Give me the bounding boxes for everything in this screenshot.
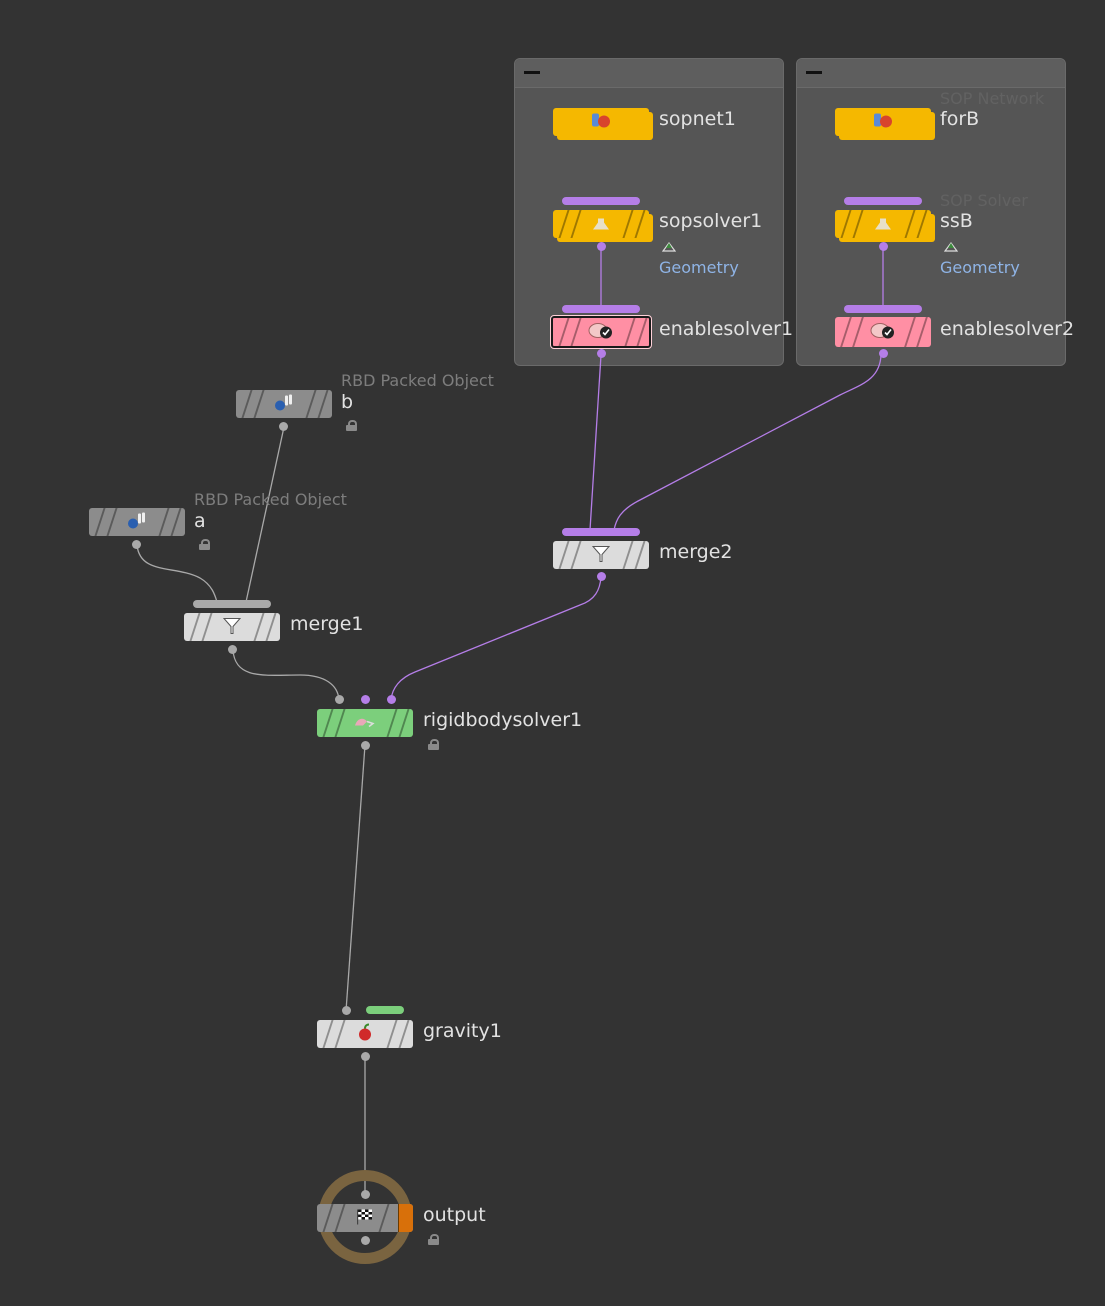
output-connector[interactable] bbox=[361, 1236, 370, 1245]
node-name[interactable]: sopsolver1 bbox=[659, 210, 763, 232]
sop-solver-icon bbox=[873, 214, 893, 235]
lock-icon[interactable] bbox=[346, 420, 357, 431]
output-connector[interactable] bbox=[879, 242, 888, 251]
rigid-body-solver-icon bbox=[353, 714, 377, 733]
node-gravity1[interactable] bbox=[317, 1020, 413, 1048]
node-name[interactable]: enablesolver1 bbox=[659, 318, 794, 340]
node-merge1[interactable] bbox=[184, 613, 280, 641]
output-type-label: Geometry bbox=[659, 258, 739, 277]
node-type-label: SOP Network bbox=[940, 89, 1045, 108]
node-name[interactable]: sopnet1 bbox=[659, 108, 736, 130]
input-connector[interactable] bbox=[342, 1006, 351, 1015]
node-type-label: RBD Packed Object bbox=[341, 371, 494, 390]
geometry-output-icon bbox=[662, 242, 676, 252]
node-name[interactable]: forB bbox=[940, 108, 980, 130]
node-name[interactable]: enablesolver2 bbox=[940, 318, 1075, 340]
node-name[interactable]: gravity1 bbox=[423, 1020, 502, 1042]
input-bar[interactable] bbox=[844, 197, 922, 205]
minimize-icon[interactable] bbox=[806, 71, 822, 74]
sop-network-icon bbox=[871, 112, 895, 133]
node-name[interactable]: merge2 bbox=[659, 541, 733, 563]
output-connector[interactable] bbox=[361, 1052, 370, 1061]
node-rigidbodysolver1[interactable] bbox=[317, 709, 413, 737]
input-connector[interactable] bbox=[361, 1190, 370, 1199]
wire-enablesolver2-merge2 bbox=[613, 354, 882, 531]
node-merge2[interactable] bbox=[553, 541, 649, 569]
input-bar[interactable] bbox=[562, 528, 640, 536]
geometry-output-icon bbox=[944, 242, 958, 252]
sop-network-icon bbox=[589, 112, 613, 133]
minimize-icon[interactable] bbox=[524, 71, 540, 74]
node-type-label: SOP Solver bbox=[940, 191, 1028, 210]
node-sopnet1[interactable] bbox=[553, 108, 649, 136]
input-bar[interactable] bbox=[844, 305, 922, 313]
enable-solver-icon bbox=[588, 321, 614, 344]
network-box-header[interactable] bbox=[515, 59, 783, 88]
rbd-packed-object-icon bbox=[126, 511, 148, 534]
node-enablesolver1[interactable] bbox=[550, 315, 652, 349]
input-connector[interactable] bbox=[387, 695, 396, 704]
node-name[interactable]: b bbox=[341, 391, 354, 413]
lock-icon[interactable] bbox=[199, 539, 210, 550]
display-flag[interactable] bbox=[398, 1204, 413, 1232]
wire-rigidbodysolver1-gravity1 bbox=[345, 744, 366, 1012]
output-connector[interactable] bbox=[228, 645, 237, 654]
sop-solver-icon bbox=[591, 214, 611, 235]
node-name[interactable]: ssB bbox=[940, 210, 973, 232]
node-name[interactable]: a bbox=[194, 510, 206, 532]
merge-funnel-icon bbox=[222, 616, 242, 639]
lock-icon[interactable] bbox=[428, 739, 439, 750]
node-name[interactable]: rigidbodysolver1 bbox=[423, 709, 583, 731]
checkered-flag-icon bbox=[355, 1208, 375, 1229]
output-connector[interactable] bbox=[132, 540, 141, 549]
node-type-label: RBD Packed Object bbox=[194, 490, 347, 509]
wire-b-merge1 bbox=[245, 426, 285, 603]
output-connector[interactable] bbox=[597, 572, 606, 581]
node-forB[interactable] bbox=[835, 108, 931, 136]
node-b[interactable] bbox=[236, 390, 332, 418]
input-bar[interactable] bbox=[562, 305, 640, 313]
output-type-label: Geometry bbox=[940, 258, 1020, 277]
input-bar[interactable] bbox=[366, 1006, 404, 1014]
input-connector[interactable] bbox=[335, 695, 344, 704]
node-ssB[interactable] bbox=[835, 210, 931, 238]
network-box-header[interactable] bbox=[797, 59, 1065, 88]
wire-enablesolver1-merge2 bbox=[589, 354, 602, 531]
node-a[interactable] bbox=[89, 508, 185, 536]
node-sopsolver1[interactable] bbox=[553, 210, 649, 238]
rbd-packed-object-icon bbox=[273, 393, 295, 416]
node-enablesolver2[interactable] bbox=[835, 317, 931, 347]
node-name[interactable]: merge1 bbox=[290, 613, 364, 635]
input-bar[interactable] bbox=[193, 600, 271, 608]
gravity-icon bbox=[356, 1023, 374, 1046]
wire-merge2-rigidbodysolver1 bbox=[390, 576, 602, 701]
merge-funnel-icon bbox=[591, 544, 611, 567]
input-connector[interactable] bbox=[361, 695, 370, 704]
input-bar[interactable] bbox=[562, 197, 640, 205]
enable-solver-icon bbox=[870, 321, 896, 344]
output-connector[interactable] bbox=[361, 741, 370, 750]
output-connector[interactable] bbox=[597, 349, 606, 358]
lock-icon[interactable] bbox=[428, 1234, 439, 1245]
node-name[interactable]: output bbox=[423, 1204, 486, 1226]
node-output[interactable] bbox=[317, 1204, 413, 1232]
wire-merge1-rigidbodysolver1 bbox=[232, 649, 340, 701]
output-connector[interactable] bbox=[279, 422, 288, 431]
output-connector[interactable] bbox=[879, 349, 888, 358]
wire-a-merge1 bbox=[136, 544, 218, 603]
output-connector[interactable] bbox=[597, 242, 606, 251]
